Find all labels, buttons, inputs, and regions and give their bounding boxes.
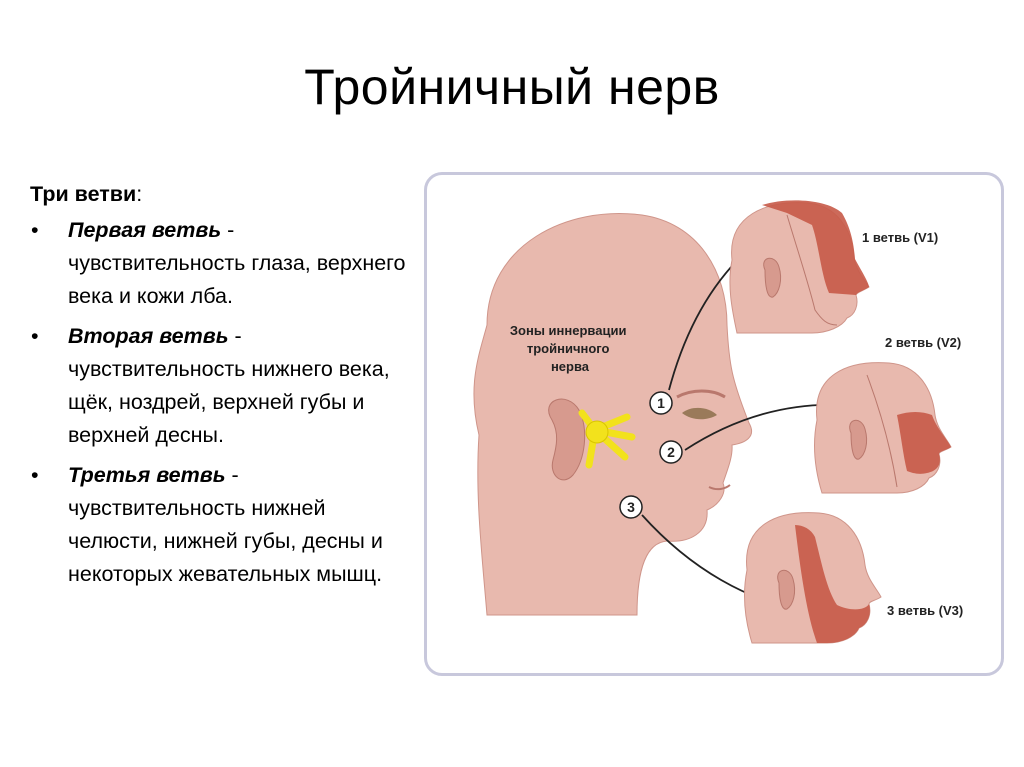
branch-desc: чувствительность нижней челюсти, нижней … bbox=[68, 496, 383, 586]
zone-label-line: Зоны иннервации bbox=[510, 323, 627, 338]
marker-number: 2 bbox=[667, 444, 675, 460]
branch-desc: чувствительность глаза, верхнего века и … bbox=[68, 251, 406, 308]
slide-title: Тройничный нерв bbox=[304, 59, 720, 115]
branch-name: Вторая ветвь bbox=[68, 324, 229, 348]
bullet-icon: • bbox=[31, 324, 39, 348]
intro-colon: : bbox=[136, 182, 143, 206]
branch-list: • Первая ветвь - чувствительность глаза,… bbox=[30, 214, 410, 591]
branch-label-v3: 3 ветвь (V3) bbox=[887, 603, 963, 618]
marker-2: 2 bbox=[659, 440, 683, 464]
main-head-shape bbox=[473, 213, 753, 616]
zone-label: Зоны иннервации тройничного нерва bbox=[510, 323, 630, 374]
trigeminal-figure: Зоны иннервации тройничного нерва 1 2 3 … bbox=[424, 172, 1004, 676]
head-v3-illustration: 3 ветвь (V3) bbox=[744, 512, 963, 644]
marker-1: 1 bbox=[649, 391, 673, 415]
zone-v1 bbox=[762, 200, 869, 295]
marker-number: 1 bbox=[657, 395, 665, 411]
main-ear bbox=[548, 398, 586, 481]
main-eye bbox=[682, 407, 717, 420]
marker-3: 3 bbox=[619, 495, 643, 519]
branch-name: Третья ветвь bbox=[68, 463, 226, 487]
branch-label-v2: 2 ветвь (V2) bbox=[885, 335, 961, 350]
zone-label-line: нерва bbox=[551, 359, 590, 374]
figure-svg: Зоны иннервации тройничного нерва 1 2 3 … bbox=[473, 200, 963, 644]
zone-label-line: тройничного bbox=[527, 341, 610, 356]
branch-sep: - bbox=[225, 463, 239, 487]
bullet-icon: • bbox=[31, 463, 39, 487]
list-item: • Вторая ветвь - чувствительность нижнег… bbox=[30, 320, 410, 452]
list-item: • Третья ветвь - чувствительность нижней… bbox=[30, 459, 410, 591]
zone-v3 bbox=[795, 525, 870, 643]
list-item: • Первая ветвь - чувствительность глаза,… bbox=[30, 214, 410, 313]
head-v2-illustration: 2 ветвь (V2) bbox=[814, 335, 961, 494]
intro-line: Три ветви: bbox=[30, 178, 410, 211]
zone-v2 bbox=[897, 412, 951, 474]
branch-desc: чувствительность нижнего века, щёк, нозд… bbox=[68, 357, 390, 447]
head-v1-illustration: 1 ветвь (V1) bbox=[729, 200, 938, 334]
marker-number: 3 bbox=[627, 499, 635, 515]
branch-name: Первая ветвь bbox=[68, 218, 222, 242]
trigeminal-nerve-icon bbox=[578, 409, 636, 469]
text-block: Три ветви: • Первая ветвь - чувствительн… bbox=[30, 178, 410, 598]
branch-label-v1: 1 ветвь (V1) bbox=[862, 230, 938, 245]
main-eyebrow bbox=[676, 389, 726, 399]
intro-bold: Три ветви bbox=[30, 182, 137, 206]
branch-sep: - bbox=[221, 218, 235, 242]
main-head-illustration bbox=[473, 213, 753, 616]
main-mouth bbox=[708, 484, 731, 491]
bullet-icon: • bbox=[31, 218, 39, 242]
branch-sep: - bbox=[228, 324, 242, 348]
